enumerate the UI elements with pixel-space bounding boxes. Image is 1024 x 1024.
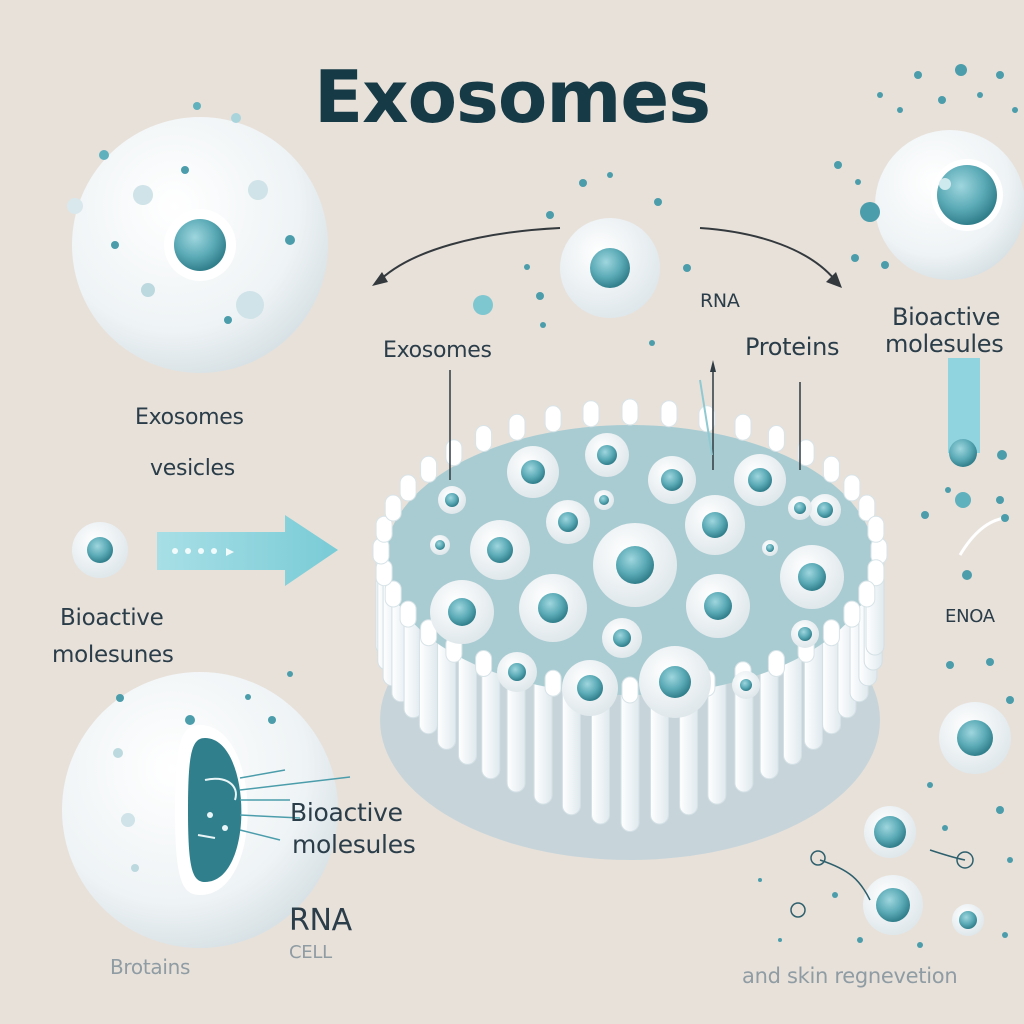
membrane-bead bbox=[384, 580, 402, 608]
vesicle-icon bbox=[639, 646, 711, 718]
vesicle-icon bbox=[809, 494, 841, 526]
membrane-bead bbox=[544, 405, 562, 433]
page-title: Exosomes bbox=[313, 55, 711, 139]
vesicle-icon bbox=[732, 671, 760, 699]
membrane-bead bbox=[867, 559, 885, 587]
membrane-bead bbox=[621, 676, 639, 704]
label-vesicles-left: vesicles bbox=[150, 456, 235, 481]
vesicle-icon bbox=[686, 574, 750, 638]
label-skin-bottom: and skin regnevetion bbox=[742, 964, 958, 988]
vesicle-icon bbox=[648, 456, 696, 504]
label-molesules-bottom: molesules bbox=[292, 830, 416, 859]
dish-vesicles bbox=[430, 433, 844, 718]
label-exosomes-top: Exosomes bbox=[383, 338, 492, 363]
membrane-bead bbox=[508, 413, 526, 441]
label-exosomes-left: Exosomes bbox=[135, 405, 244, 430]
label-bioactive-left: Bioactive bbox=[60, 605, 164, 631]
cell-icon bbox=[834, 64, 1024, 280]
vesicle-cluster bbox=[758, 658, 1014, 948]
membrane-bead bbox=[843, 474, 861, 502]
vesicle-icon bbox=[430, 535, 450, 555]
vesicle-icon bbox=[602, 618, 642, 658]
label-cell-bottom: CELL bbox=[289, 942, 332, 963]
vesicle-icon bbox=[72, 522, 128, 578]
vesicle-icon bbox=[734, 454, 786, 506]
label-brotains-bottom: Brotains bbox=[110, 955, 191, 979]
membrane-bead bbox=[384, 494, 402, 522]
membrane-bead bbox=[420, 619, 438, 647]
membrane-bead bbox=[544, 669, 562, 697]
bar-icon bbox=[948, 358, 980, 453]
membrane-bead bbox=[475, 425, 493, 452]
vesicle-icon bbox=[438, 486, 466, 514]
membrane-bead bbox=[843, 600, 861, 628]
label-bioactive-bottom: Bioactive bbox=[290, 798, 403, 827]
membrane-bead bbox=[767, 650, 785, 677]
label-molesules-right: molesules bbox=[885, 330, 1004, 358]
membrane-bead bbox=[445, 439, 463, 467]
vesicle-icon bbox=[519, 574, 587, 642]
membrane-bead bbox=[621, 398, 639, 426]
vesicle-icon bbox=[762, 540, 778, 556]
vesicle-icon bbox=[593, 523, 677, 607]
label-rna-top: RNA bbox=[700, 290, 740, 312]
vesicle-icon bbox=[507, 446, 559, 498]
membrane-bead bbox=[822, 455, 840, 483]
membrane-bead bbox=[375, 515, 393, 543]
vesicle-icon bbox=[473, 172, 691, 346]
vesicle-icon bbox=[546, 500, 590, 544]
membrane-bead bbox=[767, 425, 785, 452]
membrane-bead bbox=[797, 439, 815, 467]
vesicle-icon bbox=[585, 433, 629, 477]
vesicle-icon bbox=[791, 620, 819, 648]
vesicle-icon bbox=[562, 660, 618, 716]
curved-arrow-left bbox=[377, 227, 561, 283]
label-molesunes-left: molesunes bbox=[52, 642, 174, 668]
vesicle-icon bbox=[470, 520, 530, 580]
arrow-icon bbox=[157, 515, 338, 586]
membrane-bead bbox=[420, 455, 438, 483]
vesicle-icon bbox=[594, 490, 614, 510]
membrane-dish-icon bbox=[372, 398, 888, 860]
membrane-bead bbox=[582, 400, 600, 428]
vesicle-icon bbox=[685, 495, 745, 555]
label-rna-bottom: RNA bbox=[289, 903, 352, 938]
label-bioactive-right: Bioactive bbox=[892, 303, 1001, 331]
membrane-bead bbox=[858, 494, 876, 522]
cell-icon bbox=[62, 671, 351, 948]
cell-icon bbox=[67, 102, 328, 373]
label-enoa-right: ENOA bbox=[945, 606, 995, 627]
membrane-bead bbox=[660, 400, 678, 428]
membrane-bead bbox=[475, 650, 493, 677]
vesicle-icon bbox=[497, 652, 537, 692]
vesicle-icon bbox=[430, 580, 494, 644]
label-proteins-top: Proteins bbox=[745, 333, 840, 361]
vesicle-icon bbox=[780, 545, 844, 609]
membrane-bead bbox=[867, 515, 885, 543]
membrane-bead bbox=[822, 619, 840, 647]
curved-arrow-right bbox=[699, 227, 836, 281]
membrane-bead bbox=[399, 600, 417, 628]
vesicle-icon bbox=[788, 496, 812, 520]
membrane-bead bbox=[858, 580, 876, 608]
membrane-bead bbox=[399, 474, 417, 502]
membrane-bead bbox=[734, 413, 752, 441]
